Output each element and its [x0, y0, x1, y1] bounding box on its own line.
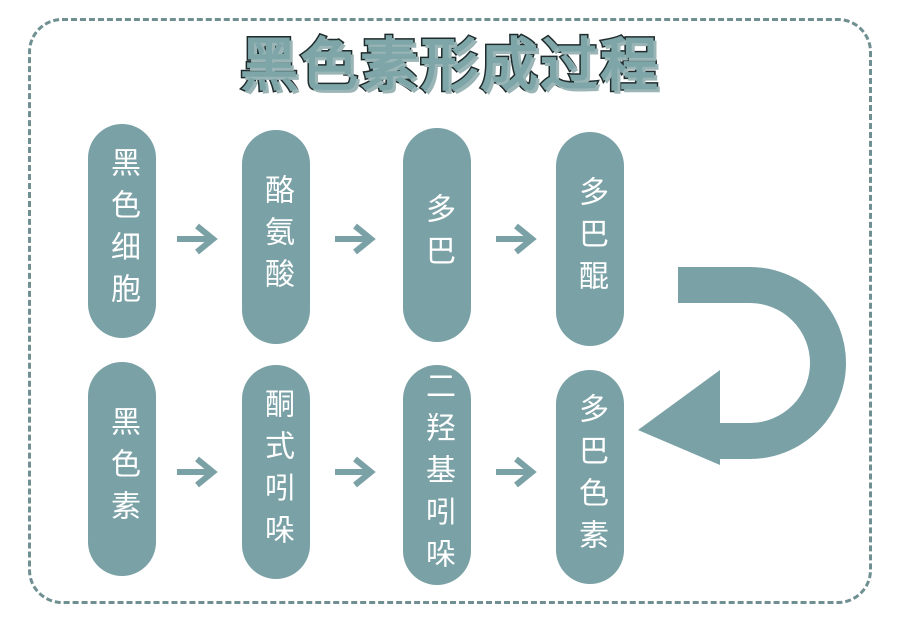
- dashed-frame: [28, 18, 872, 604]
- step-label: 酮式吲哚: [259, 388, 294, 556]
- step-tyrosine: 酪氨酸: [242, 130, 310, 344]
- arrow-right-icon: [335, 456, 376, 488]
- step-label: 多巴: [420, 193, 455, 277]
- step-label: 黑色素: [105, 406, 140, 532]
- step-dopachrome: 多巴色素: [556, 370, 624, 584]
- arrow-right-icon: [177, 456, 218, 488]
- step-melanocyte: 黑色细胞: [88, 124, 156, 338]
- step-keto-indole: 酮式吲哚: [242, 365, 310, 579]
- arrow-right-icon: [335, 223, 376, 255]
- u-turn-arrow-icon: [638, 267, 846, 465]
- step-dopa: 多巴: [403, 128, 471, 342]
- step-label: 二羟基吲哚: [420, 370, 455, 580]
- step-label: 多巴色素: [573, 393, 608, 561]
- arrow-right-icon: [496, 223, 537, 255]
- arrow-right-icon: [177, 223, 218, 255]
- step-dopaquinone: 多巴醌: [556, 132, 624, 346]
- step-melanin: 黑色素: [88, 362, 156, 576]
- step-dihydroxyindole: 二羟基吲哚: [403, 365, 471, 585]
- arrow-right-icon: [496, 456, 537, 488]
- step-label: 酪氨酸: [259, 174, 294, 300]
- step-label: 多巴醌: [573, 176, 608, 302]
- diagram-title: 黑色素形成过程: [238, 30, 660, 101]
- step-label: 黑色细胞: [105, 147, 140, 315]
